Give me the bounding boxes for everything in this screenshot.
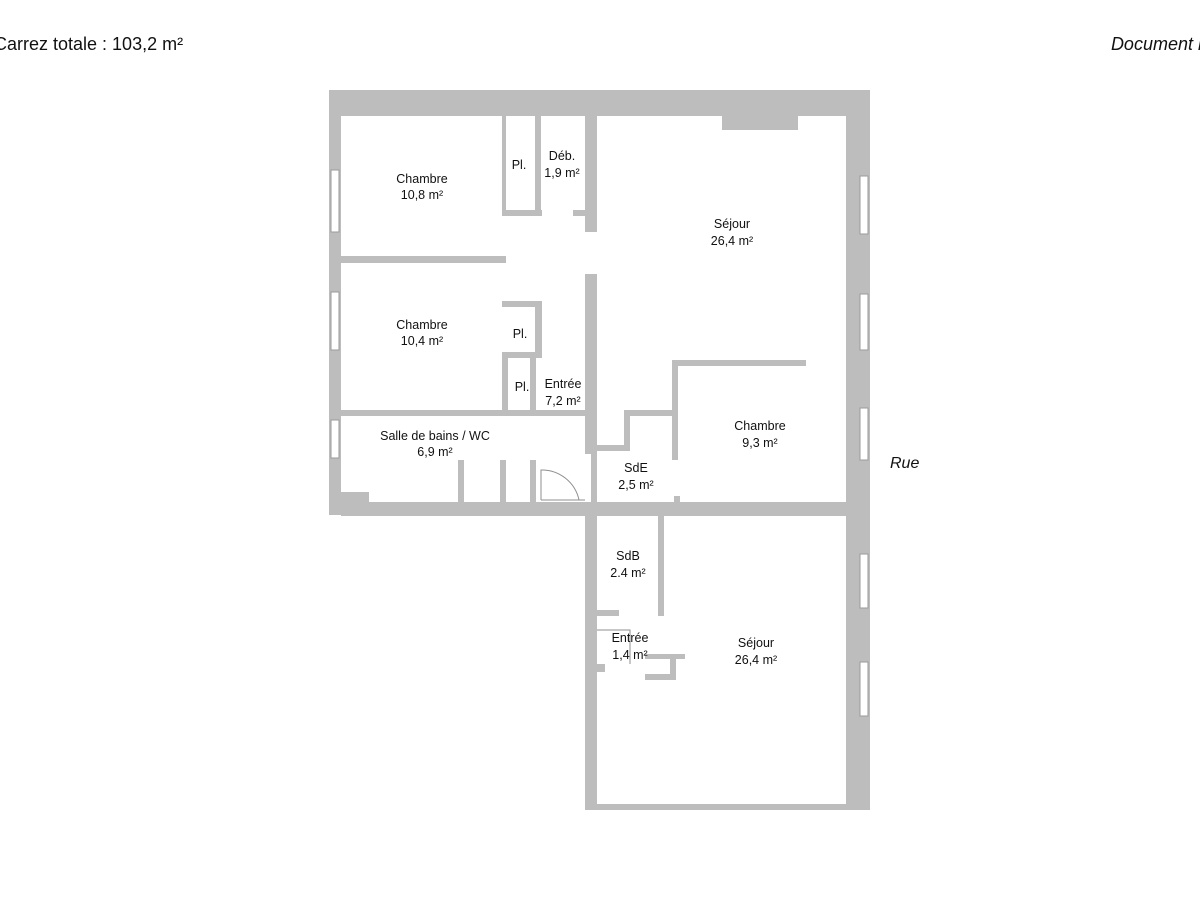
room-placard-3-name: Pl. bbox=[515, 380, 530, 394]
room-debarras-area: 1,9 m² bbox=[544, 166, 579, 180]
window bbox=[859, 407, 869, 461]
interior-walls bbox=[341, 116, 846, 680]
room-debarras-name: Déb. bbox=[549, 149, 575, 163]
room-chambre-3-area: 9,3 m² bbox=[742, 436, 777, 450]
window bbox=[330, 291, 340, 351]
room-entree-2-area: 1,4 m² bbox=[612, 648, 647, 662]
windows bbox=[330, 169, 869, 717]
room-sdb-name: SdB bbox=[616, 549, 640, 563]
room-entree-1-name: Entrée bbox=[545, 377, 582, 391]
facade-details bbox=[341, 116, 864, 804]
total-area-text: Carrez totale : 103,2 m² bbox=[0, 34, 184, 54]
room-sde-name: SdE bbox=[624, 461, 648, 475]
window bbox=[859, 293, 869, 351]
street-label: Rue bbox=[890, 455, 919, 472]
window bbox=[859, 175, 869, 235]
room-salle-de-bains-name: Salle de bains / WC bbox=[380, 429, 490, 443]
window bbox=[859, 553, 869, 609]
doors bbox=[540, 469, 631, 664]
room-sejour-1-area: 26,4 m² bbox=[711, 234, 753, 248]
window bbox=[330, 419, 340, 459]
document-reference-text: Document n bbox=[1110, 34, 1200, 54]
door-swing bbox=[540, 469, 580, 501]
room-sejour-2-name: Séjour bbox=[738, 636, 774, 650]
room-sdb-area: 2.4 m² bbox=[610, 566, 645, 580]
room-salle-de-bains-area: 6,9 m² bbox=[417, 445, 452, 459]
room-sejour-1-name: Séjour bbox=[714, 217, 750, 231]
room-placard-1-name: Pl. bbox=[512, 158, 527, 172]
room-sde-area: 2,5 m² bbox=[618, 478, 653, 492]
window bbox=[330, 169, 340, 233]
room-floors bbox=[341, 116, 846, 804]
window bbox=[859, 661, 869, 717]
room-entree-1-area: 7,2 m² bbox=[545, 394, 580, 408]
room-chambre-2-area: 10,4 m² bbox=[401, 334, 443, 348]
room-chambre-1-name: Chambre bbox=[396, 172, 447, 186]
room-entree-2-name: Entrée bbox=[612, 631, 649, 645]
room-chambre-1-area: 10,8 m² bbox=[401, 188, 443, 202]
room-chambre-2-name: Chambre bbox=[396, 318, 447, 332]
room-chambre-3-name: Chambre bbox=[734, 419, 785, 433]
room-labels: Chambre 10,8 m² Pl. Déb. 1,9 m² Séjour 2… bbox=[380, 149, 786, 667]
room-sejour-2-area: 26,4 m² bbox=[735, 653, 777, 667]
door-swing bbox=[597, 629, 631, 664]
room-placard-2-name: Pl. bbox=[513, 327, 528, 341]
